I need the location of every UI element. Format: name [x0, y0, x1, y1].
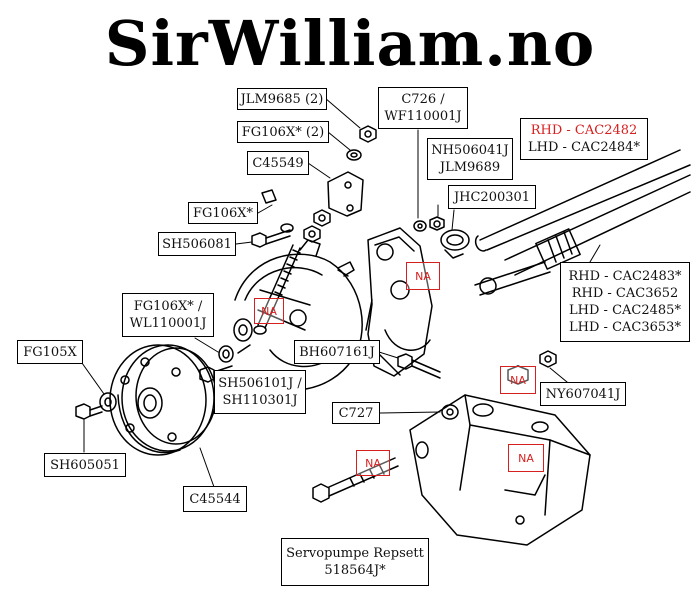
- label-lhd-cac2484: LHD - CAC2484*: [528, 140, 640, 155]
- label-nh506041j-line1: NH506041J: [431, 143, 509, 158]
- na-marker-pump[interactable]: NA: [254, 298, 284, 324]
- na-marker-nut[interactable]: NA: [500, 366, 536, 394]
- label-rhd-cac2482: RHD - CAC2482: [530, 123, 638, 138]
- label-cac2482-cac2484[interactable]: RHD - CAC2482 LHD - CAC2484*: [520, 118, 648, 160]
- na-marker-bracket[interactable]: NA: [406, 262, 440, 290]
- label-c45544-text: C45544: [189, 491, 241, 507]
- label-hose-line1: RHD - CAC2483*: [568, 269, 682, 284]
- label-hose-line4: LHD - CAC3653*: [569, 320, 681, 335]
- label-ny607041j-text: NY607041J: [545, 386, 621, 402]
- pulley: [109, 344, 217, 456]
- label-fg106x-wl-line1: FG106X* /: [133, 299, 203, 314]
- label-c726[interactable]: C726 / WF110001J: [378, 87, 468, 129]
- label-fg106x-text: FG106X*: [193, 205, 253, 221]
- label-c726-line1: C726 /: [401, 92, 445, 107]
- label-fg106x-wl-line2: WL110001J: [129, 316, 207, 331]
- label-sh506081-text: SH506081: [162, 236, 232, 252]
- label-c727[interactable]: C727: [332, 402, 380, 424]
- label-hose-parts[interactable]: RHD - CAC2483* RHD - CAC3652 LHD - CAC24…: [560, 262, 690, 342]
- label-sh506101j[interactable]: SH506101J / SH110301J: [214, 370, 306, 414]
- label-sh605051[interactable]: SH605051: [44, 453, 126, 477]
- hoses: [474, 149, 691, 296]
- hose-clip: [440, 229, 470, 259]
- label-sh605051-text: SH605051: [50, 457, 120, 473]
- label-ny607041j[interactable]: NY607041J: [540, 382, 626, 406]
- label-bh607161j-text: BH607161J: [299, 344, 375, 360]
- label-jhc200301[interactable]: JHC200301: [448, 185, 536, 209]
- label-fg106x-pair-text: FG106X* (2): [241, 124, 325, 140]
- na-marker-mount[interactable]: NA: [508, 444, 544, 472]
- label-c726-line2: WF110001J: [384, 109, 462, 124]
- na-marker-bolt[interactable]: NA: [356, 450, 390, 476]
- label-nh506041j[interactable]: NH506041J JLM9689: [427, 138, 513, 180]
- label-kit-line1: Servopumpe Repsett: [286, 546, 424, 561]
- label-c45549-text: C45549: [252, 155, 304, 171]
- label-hose-line3: LHD - CAC2485*: [569, 303, 681, 318]
- label-nh506041j-line2: JLM9689: [439, 160, 501, 175]
- site-logo[interactable]: SirWilliam.no: [104, 7, 596, 80]
- label-c45549[interactable]: C45549: [247, 151, 309, 175]
- label-jlm9685[interactable]: JLM9685 (2): [237, 88, 327, 110]
- bolts: [75, 189, 441, 503]
- label-jlm9685-text: JLM9685 (2): [240, 91, 324, 107]
- label-fg105x-text: FG105X: [23, 344, 77, 360]
- label-c727-text: C727: [338, 405, 374, 421]
- label-jhc200301-text: JHC200301: [453, 189, 531, 205]
- label-fg105x[interactable]: FG105X: [17, 340, 83, 364]
- label-servopumpe-repsett[interactable]: Servopumpe Repsett 518564J*: [281, 538, 429, 586]
- label-kit-line2: 518564J*: [324, 563, 386, 578]
- label-sh506081[interactable]: SH506081: [158, 232, 236, 256]
- label-sh506101j-line2: SH110301J: [222, 393, 298, 408]
- rear-bracket: [365, 227, 433, 377]
- label-fg106x-pair[interactable]: FG106X* (2): [237, 121, 329, 143]
- long-stud: [253, 244, 301, 335]
- label-hose-line2: RHD - CAC3652: [571, 286, 679, 301]
- label-fg106x[interactable]: FG106X*: [188, 202, 258, 224]
- label-bh607161j[interactable]: BH607161J: [294, 340, 380, 364]
- label-fg106x-wl110001j[interactable]: FG106X* / WL110001J: [122, 293, 214, 337]
- nuts-washers: [99, 125, 557, 420]
- lower-mounting-bracket: [409, 394, 591, 546]
- label-c45544[interactable]: C45544: [183, 486, 247, 512]
- bracket-small: [327, 171, 364, 217]
- label-sh506101j-line1: SH506101J /: [218, 376, 302, 391]
